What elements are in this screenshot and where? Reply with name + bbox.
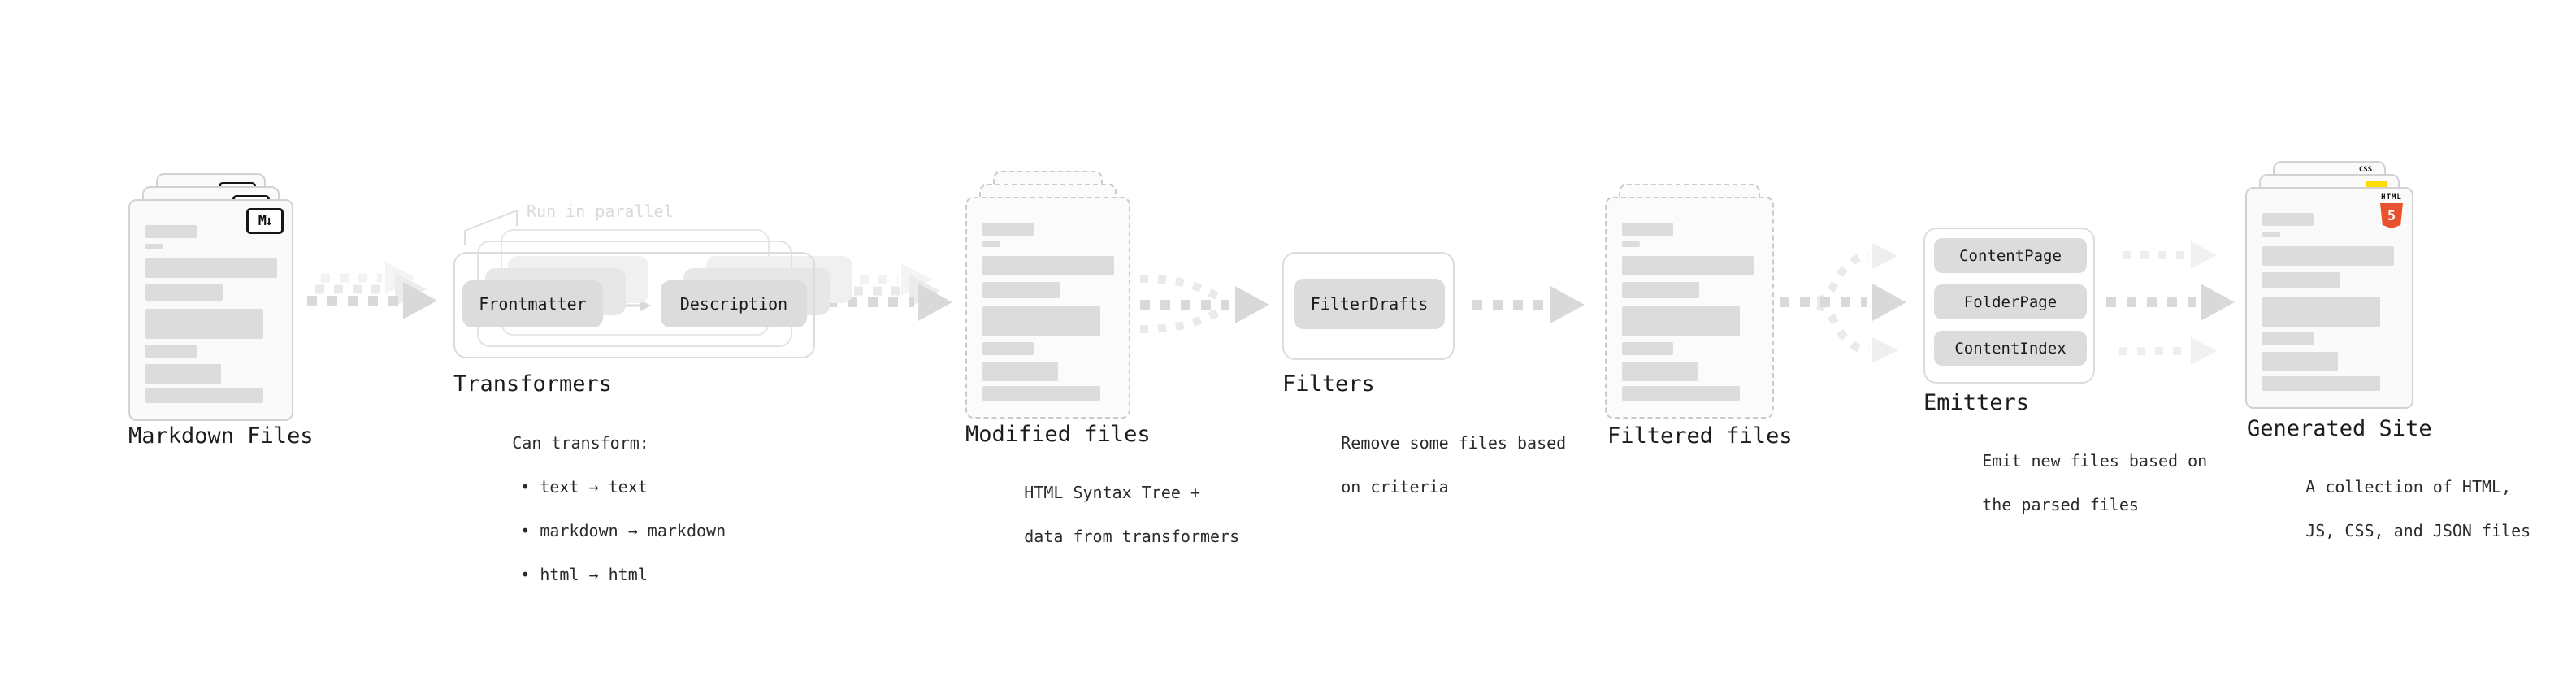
- contentindex-chip: ContentIndex: [1934, 331, 2087, 366]
- placeholder-text-bar: [982, 386, 1100, 401]
- transformers-description: Can transform: • text → text • markdown …: [453, 410, 726, 608]
- transformers-bullet: • markdown → markdown: [520, 521, 726, 540]
- html5-icon-label: HTML: [2381, 193, 2402, 202]
- markdown-icon: M↓: [246, 208, 284, 234]
- filters-box: [1282, 252, 1455, 360]
- placeholder-text-bar: [145, 309, 263, 339]
- placeholder-text-bar: [982, 256, 1114, 275]
- placeholder-text-bar: [2262, 376, 2380, 391]
- placeholder-text-bar: [2262, 232, 2280, 237]
- arrow-transformers-to-modified: [827, 263, 952, 321]
- placeholder-text-bar: [982, 241, 1000, 247]
- placeholder-text-bar: [1622, 282, 1699, 298]
- css-icon-label: CSS: [2358, 166, 2373, 174]
- placeholder-text-bar: [145, 345, 197, 358]
- filters-description: Remove some files based on criteria: [1282, 410, 1566, 520]
- placeholder-text-bar: [145, 364, 221, 384]
- placeholder-text-bar: [982, 282, 1060, 298]
- placeholder-text-bar: [145, 388, 263, 403]
- emitters-desc-line: Emit new files based on: [1982, 451, 2208, 471]
- transformers-bullet: • html → html: [520, 565, 648, 584]
- arrow-markdown-to-transformers: [307, 262, 437, 319]
- arrow-filters-to-filtered: [1472, 286, 1585, 323]
- emitters-label: Emitters: [1923, 390, 2030, 415]
- html5-icon-number: 5: [2387, 207, 2396, 224]
- transformers-label: Transformers: [453, 371, 613, 397]
- placeholder-text-bar: [2262, 352, 2338, 371]
- placeholder-text-bar: [145, 284, 223, 301]
- filtered-files-label: Filtered files: [1607, 423, 1793, 449]
- emitters-desc-line: the parsed files: [1982, 495, 2139, 514]
- modified-desc-line: HTML Syntax Tree +: [1024, 483, 1200, 502]
- modified-desc-line: data from transformers: [1024, 527, 1240, 546]
- placeholder-text-bar: [982, 223, 1034, 236]
- placeholder-text-bar: [2262, 332, 2314, 345]
- markdown-file-card-front: M↓: [128, 199, 293, 421]
- placeholder-text-bar: [1622, 306, 1740, 336]
- arrow-modified-to-filters-merge: [1139, 275, 1269, 333]
- modified-file-card-front: [965, 197, 1130, 419]
- filters-label: Filters: [1282, 371, 1375, 397]
- placeholder-text-bar: [1622, 256, 1754, 275]
- placeholder-text-bar: [1622, 241, 1640, 247]
- generated-desc-line: JS, CSS, and JSON files: [2305, 521, 2531, 540]
- placeholder-text-bar: [145, 244, 163, 249]
- placeholder-text-bar: [1622, 223, 1673, 236]
- generated-site-label: Generated Site: [2247, 416, 2432, 441]
- description-chip: Description: [661, 280, 807, 327]
- placeholder-text-bar: [1622, 362, 1698, 381]
- transformers-desc-line: Can transform:: [512, 433, 649, 453]
- filterdrafts-chip: FilterDrafts: [1294, 279, 1445, 329]
- folderpage-chip: FolderPage: [1934, 284, 2087, 319]
- contentpage-chip: ContentPage: [1934, 238, 2087, 273]
- placeholder-text-bar: [982, 342, 1034, 355]
- generated-html-card: HTML 5: [2245, 187, 2413, 409]
- transformer-box-front: [453, 252, 815, 358]
- placeholder-text-bar: [145, 258, 277, 278]
- generated-desc-line: A collection of HTML,: [2305, 477, 2512, 497]
- run-in-parallel-leader-line: [464, 209, 518, 245]
- arrow-emitters-to-generated: [2106, 241, 2235, 365]
- filters-desc-line: on criteria: [1341, 477, 1449, 497]
- markdown-files-label: Markdown Files: [128, 423, 314, 449]
- filtered-file-card-front: [1605, 197, 1774, 419]
- placeholder-text-bar: [2262, 213, 2314, 226]
- placeholder-text-bar: [1622, 386, 1740, 401]
- emitters-box: [1923, 228, 2095, 384]
- placeholder-text-bar: [2262, 246, 2394, 266]
- modified-files-description: HTML Syntax Tree + data from transformer…: [965, 460, 1239, 570]
- html5-icon-shield: 5: [2380, 203, 2403, 228]
- placeholder-text-bar: [2262, 297, 2380, 327]
- placeholder-text-bar: [145, 225, 197, 238]
- placeholder-text-bar: [1622, 342, 1673, 355]
- placeholder-text-bar: [2262, 272, 2340, 288]
- frontmatter-chip: Frontmatter: [462, 280, 603, 327]
- placeholder-text-bar: [982, 362, 1058, 381]
- emitters-description: Emit new files based on the parsed files: [1923, 428, 2207, 538]
- generated-site-description: A collection of HTML, JS, CSS, and JSON …: [2247, 454, 2530, 564]
- transformers-bullet: • text → text: [520, 477, 648, 497]
- modified-files-label: Modified files: [965, 422, 1151, 447]
- filters-desc-line: Remove some files based: [1341, 433, 1567, 453]
- placeholder-text-bar: [982, 306, 1100, 336]
- arrow-filtered-to-emitters-split: [1780, 243, 1906, 363]
- run-in-parallel-annotation: Run in parallel: [527, 202, 674, 221]
- html5-icon: HTML 5: [2379, 194, 2405, 228]
